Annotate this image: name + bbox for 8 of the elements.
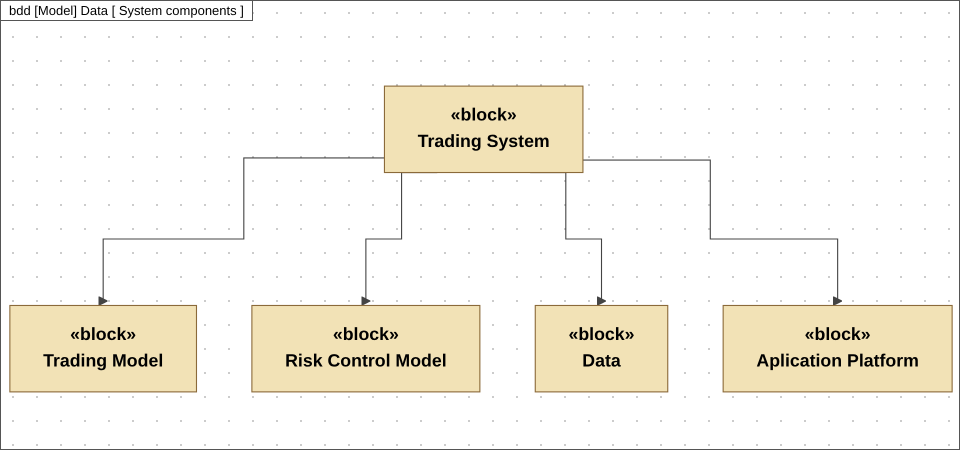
node-box: «block» Trading System bbox=[384, 86, 584, 174]
node-box: «block» Aplication Platform bbox=[722, 304, 953, 392]
frame-title: bdd [Model] Data [ System components ] bbox=[1, 1, 253, 21]
node-box: «block» Data bbox=[534, 304, 668, 392]
node-box: «block» Risk Control Model bbox=[251, 304, 480, 392]
arrow bbox=[98, 157, 384, 306]
arrow bbox=[582, 160, 843, 306]
node-box: «block» Trading Model bbox=[9, 304, 198, 392]
